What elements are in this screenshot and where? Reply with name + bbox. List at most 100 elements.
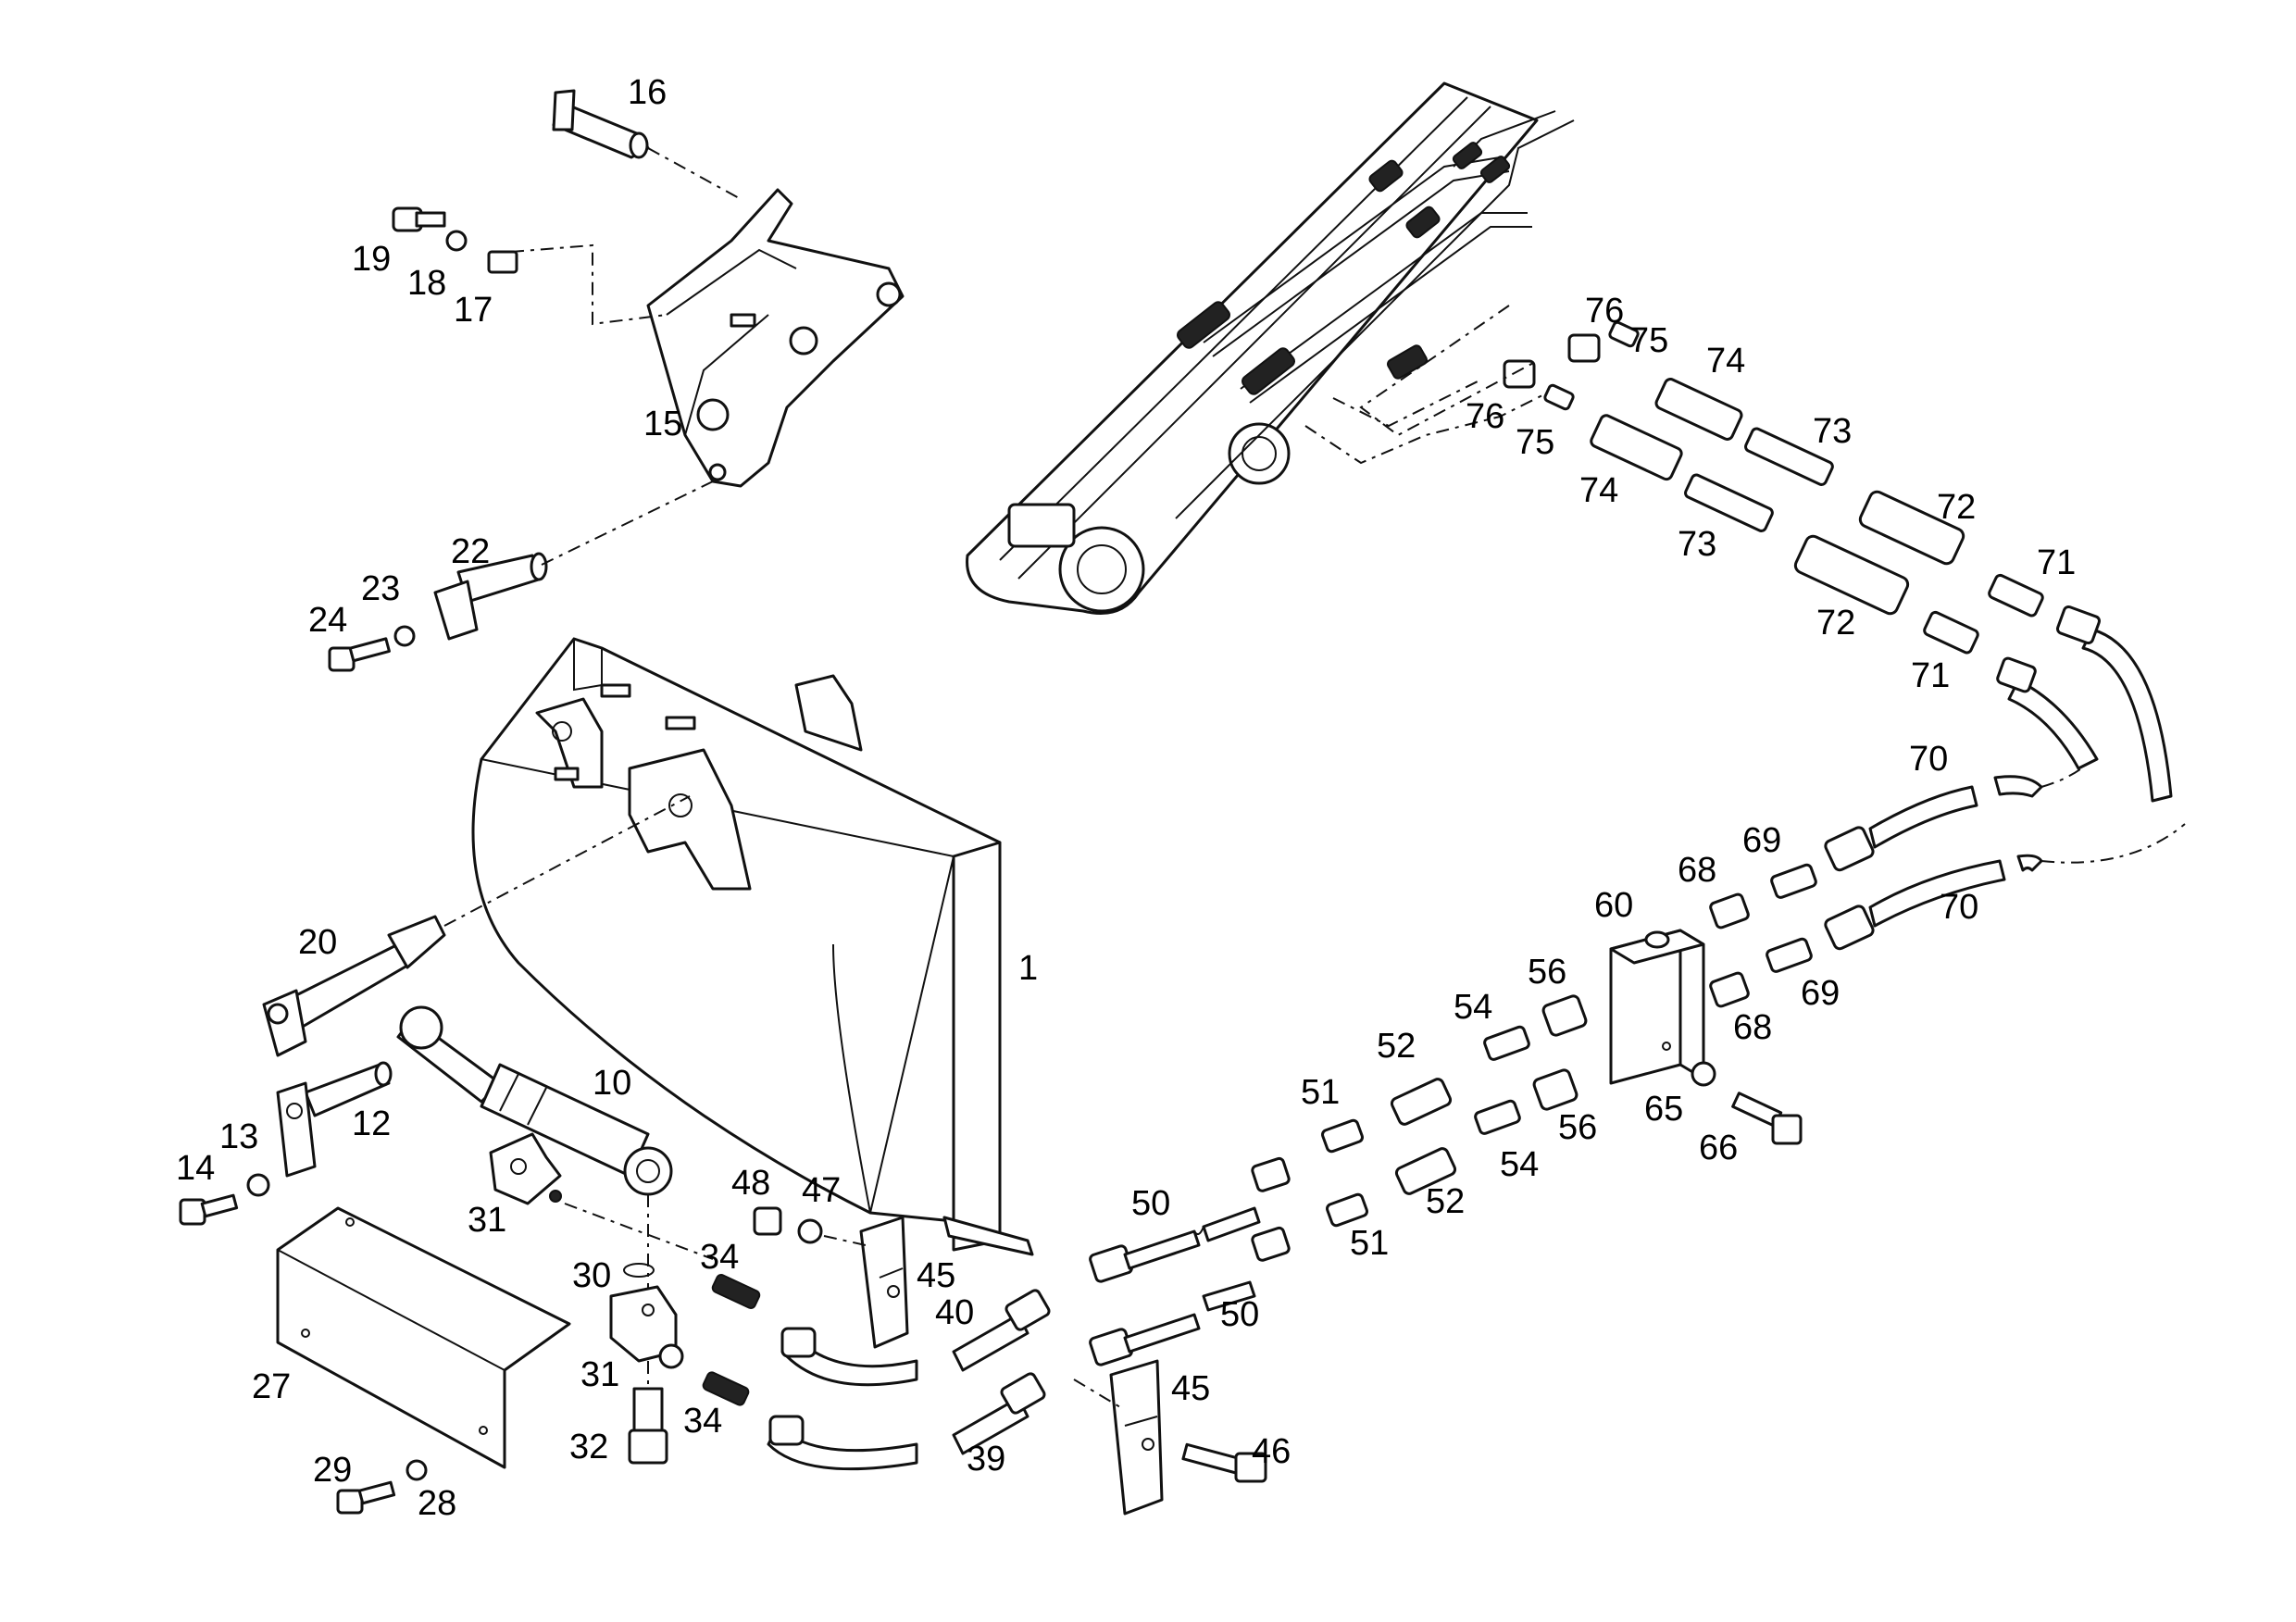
label-31a: 31 bbox=[468, 1201, 506, 1240]
clamp-45-lower bbox=[1109, 1359, 1164, 1516]
label-34a: 34 bbox=[700, 1238, 739, 1277]
fitting-52-upper bbox=[1390, 1078, 1453, 1126]
label-66: 66 bbox=[1699, 1129, 1738, 1167]
fitting-34-lower bbox=[702, 1371, 750, 1406]
label-71b: 71 bbox=[1911, 656, 1950, 695]
label-65: 65 bbox=[1644, 1090, 1683, 1129]
label-56a: 56 bbox=[1528, 953, 1566, 992]
coupling-71-lower bbox=[1923, 610, 1979, 655]
washer-65 bbox=[1691, 1061, 1716, 1087]
hose-40 bbox=[780, 1289, 1051, 1387]
label-45a: 45 bbox=[917, 1256, 955, 1295]
hose-70-upper bbox=[1824, 775, 2043, 872]
key-17 bbox=[487, 250, 518, 274]
washer-18 bbox=[445, 230, 468, 252]
washer-28 bbox=[406, 1459, 428, 1481]
label-13: 13 bbox=[219, 1117, 258, 1156]
arm-assembly bbox=[966, 81, 1575, 615]
coupling-73-upper bbox=[1744, 427, 1834, 486]
label-15: 15 bbox=[643, 405, 682, 443]
label-46: 46 bbox=[1252, 1432, 1291, 1471]
nut-48 bbox=[753, 1206, 782, 1236]
label-52b: 52 bbox=[1426, 1182, 1465, 1221]
label-56b: 56 bbox=[1558, 1108, 1597, 1147]
label-45b: 45 bbox=[1171, 1369, 1210, 1408]
valve-block-60 bbox=[1609, 929, 1705, 1085]
label-12: 12 bbox=[352, 1104, 391, 1143]
label-68a: 68 bbox=[1678, 851, 1716, 890]
pin-20 bbox=[262, 915, 446, 1057]
label-40: 40 bbox=[935, 1293, 974, 1332]
label-27: 27 bbox=[252, 1367, 291, 1406]
label-73a: 73 bbox=[1813, 412, 1852, 451]
label-71a: 71 bbox=[2037, 543, 2076, 582]
hose-70-end-b bbox=[2055, 605, 2173, 803]
fitting-56-lower bbox=[1532, 1068, 1578, 1111]
label-34b: 34 bbox=[683, 1402, 722, 1441]
label-23: 23 bbox=[361, 569, 400, 608]
label-48: 48 bbox=[731, 1164, 770, 1203]
washer-23 bbox=[393, 625, 416, 647]
bucket bbox=[471, 637, 1034, 1256]
label-51b: 51 bbox=[1350, 1224, 1389, 1263]
o-ring-30 bbox=[623, 1263, 655, 1278]
block-31-lower bbox=[609, 1285, 684, 1369]
bolt-19 bbox=[392, 206, 446, 232]
fitting-51-lower bbox=[1326, 1192, 1368, 1228]
label-70a: 70 bbox=[1909, 740, 1948, 779]
label-16: 16 bbox=[628, 73, 667, 112]
label-47: 47 bbox=[802, 1171, 841, 1210]
hose-39 bbox=[767, 1372, 1046, 1471]
label-51a: 51 bbox=[1301, 1073, 1340, 1112]
label-24: 24 bbox=[308, 601, 347, 640]
coupling-74-lower bbox=[1590, 414, 1683, 481]
fitting-54-upper bbox=[1483, 1025, 1530, 1061]
bolt-46 bbox=[1181, 1442, 1267, 1483]
fitting-68-upper bbox=[1709, 892, 1750, 930]
pipe-50-upper bbox=[1089, 1156, 1291, 1283]
fitting-56-upper bbox=[1541, 994, 1588, 1037]
label-19: 19 bbox=[352, 240, 391, 279]
bolt-29 bbox=[336, 1480, 396, 1515]
label-75b: 75 bbox=[1516, 423, 1554, 462]
nut-76-lower bbox=[1503, 359, 1536, 389]
fitting-69-upper bbox=[1770, 863, 1817, 899]
label-72a: 72 bbox=[1937, 488, 1976, 527]
label-30: 30 bbox=[572, 1256, 611, 1295]
coupling-72-upper bbox=[1858, 490, 1965, 566]
pin-12 bbox=[276, 1061, 393, 1178]
bolt-14 bbox=[179, 1193, 239, 1226]
coupling-71-upper bbox=[1988, 573, 2044, 618]
label-22: 22 bbox=[451, 532, 490, 571]
plug-75-upper bbox=[1608, 320, 1640, 348]
plug-75-lower bbox=[1543, 383, 1575, 411]
label-20: 20 bbox=[298, 923, 337, 962]
pin-22 bbox=[433, 552, 548, 641]
label-10: 10 bbox=[593, 1064, 631, 1103]
block-31-upper bbox=[489, 1132, 562, 1205]
nut-76-upper bbox=[1567, 333, 1601, 363]
fitting-52-lower bbox=[1394, 1147, 1457, 1195]
bolt-24 bbox=[328, 637, 391, 672]
label-76b: 76 bbox=[1466, 397, 1504, 436]
coupling-74-upper bbox=[1654, 378, 1743, 441]
coupling-73-lower bbox=[1684, 473, 1774, 532]
label-29: 29 bbox=[313, 1451, 352, 1490]
label-73b: 73 bbox=[1678, 525, 1716, 564]
label-69b: 69 bbox=[1801, 974, 1840, 1013]
fitting-34-upper bbox=[711, 1274, 761, 1309]
screw-32 bbox=[628, 1387, 668, 1465]
label-50b: 50 bbox=[1220, 1295, 1259, 1334]
pipe-50-lower bbox=[1089, 1226, 1291, 1366]
coupling-72-lower bbox=[1793, 534, 1910, 616]
adapter-bracket bbox=[646, 188, 905, 488]
fitting-69-lower bbox=[1766, 937, 1813, 973]
label-17: 17 bbox=[454, 291, 493, 330]
label-1: 1 bbox=[1018, 949, 1038, 988]
label-68b: 68 bbox=[1733, 1008, 1772, 1047]
label-50a: 50 bbox=[1131, 1184, 1170, 1223]
label-74b: 74 bbox=[1579, 471, 1618, 510]
label-74a: 74 bbox=[1706, 342, 1745, 381]
washer-47 bbox=[797, 1218, 823, 1244]
